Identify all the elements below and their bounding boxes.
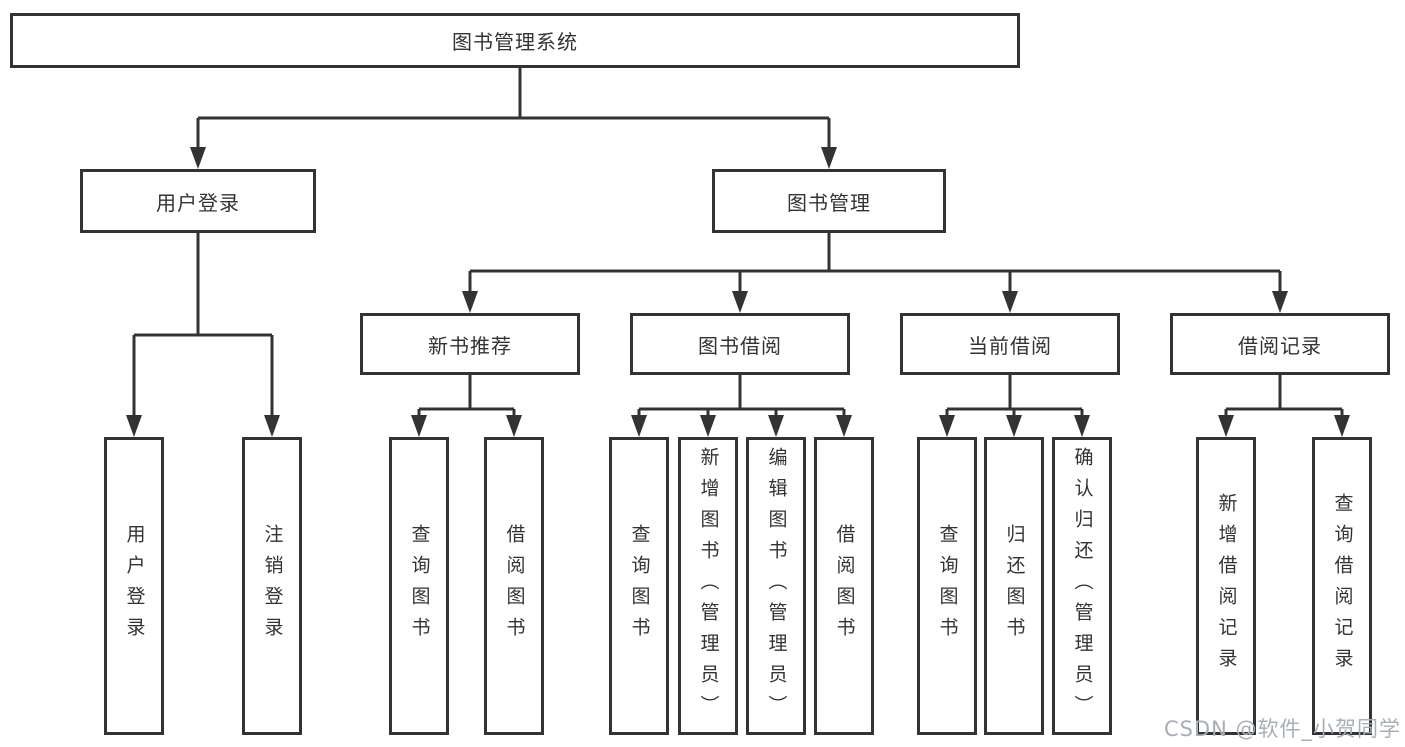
leaf-user-login-label: 用户登录 xyxy=(123,524,146,648)
arrow-down xyxy=(190,147,206,169)
node-book-management: 图书管理 xyxy=(712,169,946,233)
leaf-user-login: 用户登录 xyxy=(104,437,164,735)
node-current-borrow: 当前借阅 xyxy=(900,313,1120,375)
connector-current-borrow-children xyxy=(945,375,1084,419)
arrow-down xyxy=(126,415,142,437)
arrow-down xyxy=(1272,291,1288,313)
leaf-edit-books-admin-label: 编辑图书（管理员） xyxy=(765,446,788,726)
arrow-down xyxy=(631,415,647,437)
connector-book-management-children xyxy=(468,233,1282,295)
arrow-down xyxy=(462,291,478,313)
leaf-borrow-books-label: 借阅图书 xyxy=(833,524,856,648)
arrow-down xyxy=(1334,415,1350,437)
leaf-confirm-return-admin: 确认归还（管理员） xyxy=(1052,437,1112,735)
leaf-query-books-borrow: 查询图书 xyxy=(609,437,669,735)
leaf-borrow-books-recommend: 借阅图书 xyxy=(484,437,544,735)
arrow-down xyxy=(1002,291,1018,313)
arrow-down xyxy=(1218,415,1234,437)
leaf-logout: 注销登录 xyxy=(242,437,302,735)
arrow-down xyxy=(700,415,716,437)
node-book-borrow: 图书借阅 xyxy=(630,313,850,375)
leaf-query-borrow-record-label: 查询借阅记录 xyxy=(1331,493,1354,679)
arrow-down xyxy=(732,291,748,313)
node-borrow-records: 借阅记录 xyxy=(1170,313,1390,375)
connector-user-login-children xyxy=(132,233,274,419)
connector-borrow-records-children xyxy=(1224,375,1344,419)
node-user-login: 用户登录 xyxy=(80,169,316,233)
arrow-down xyxy=(836,415,852,437)
arrow-down xyxy=(821,147,837,169)
leaf-add-borrow-record-label: 新增借阅记录 xyxy=(1215,493,1238,679)
arrow-down xyxy=(264,415,280,437)
arrow-down xyxy=(411,415,427,437)
leaf-add-books-admin: 新增图书（管理员） xyxy=(678,437,738,735)
leaf-query-books-borrow-label: 查询图书 xyxy=(628,524,651,648)
connector-root-to-level2 xyxy=(196,68,831,151)
leaf-borrow-books-recommend-label: 借阅图书 xyxy=(503,524,526,648)
connector-new-book-recommend-children xyxy=(417,375,516,419)
node-library-management-system: 图书管理系统 xyxy=(10,13,1020,68)
leaf-borrow-books: 借阅图书 xyxy=(814,437,874,735)
leaf-return-books-label: 归还图书 xyxy=(1003,524,1026,648)
arrow-down xyxy=(1006,415,1022,437)
arrowheads xyxy=(126,147,1350,437)
node-new-book-recommend: 新书推荐 xyxy=(360,313,580,375)
arrow-down xyxy=(1074,415,1090,437)
arrow-down xyxy=(939,415,955,437)
leaf-query-books-recommend: 查询图书 xyxy=(389,437,449,735)
leaf-edit-books-admin: 编辑图书（管理员） xyxy=(746,437,806,735)
arrow-down xyxy=(768,415,784,437)
connector-book-borrow-children xyxy=(637,375,846,419)
leaf-add-borrow-record: 新增借阅记录 xyxy=(1196,437,1256,735)
leaf-logout-label: 注销登录 xyxy=(261,524,284,648)
leaf-return-books: 归还图书 xyxy=(984,437,1044,735)
leaf-query-books-current: 查询图书 xyxy=(917,437,977,735)
leaf-query-books-current-label: 查询图书 xyxy=(936,524,959,648)
leaf-confirm-return-admin-label: 确认归还（管理员） xyxy=(1071,446,1094,726)
leaf-add-books-admin-label: 新增图书（管理员） xyxy=(697,446,720,726)
leaf-query-books-recommend-label: 查询图书 xyxy=(408,524,431,648)
arrow-down xyxy=(506,415,522,437)
leaf-query-borrow-record: 查询借阅记录 xyxy=(1312,437,1372,735)
